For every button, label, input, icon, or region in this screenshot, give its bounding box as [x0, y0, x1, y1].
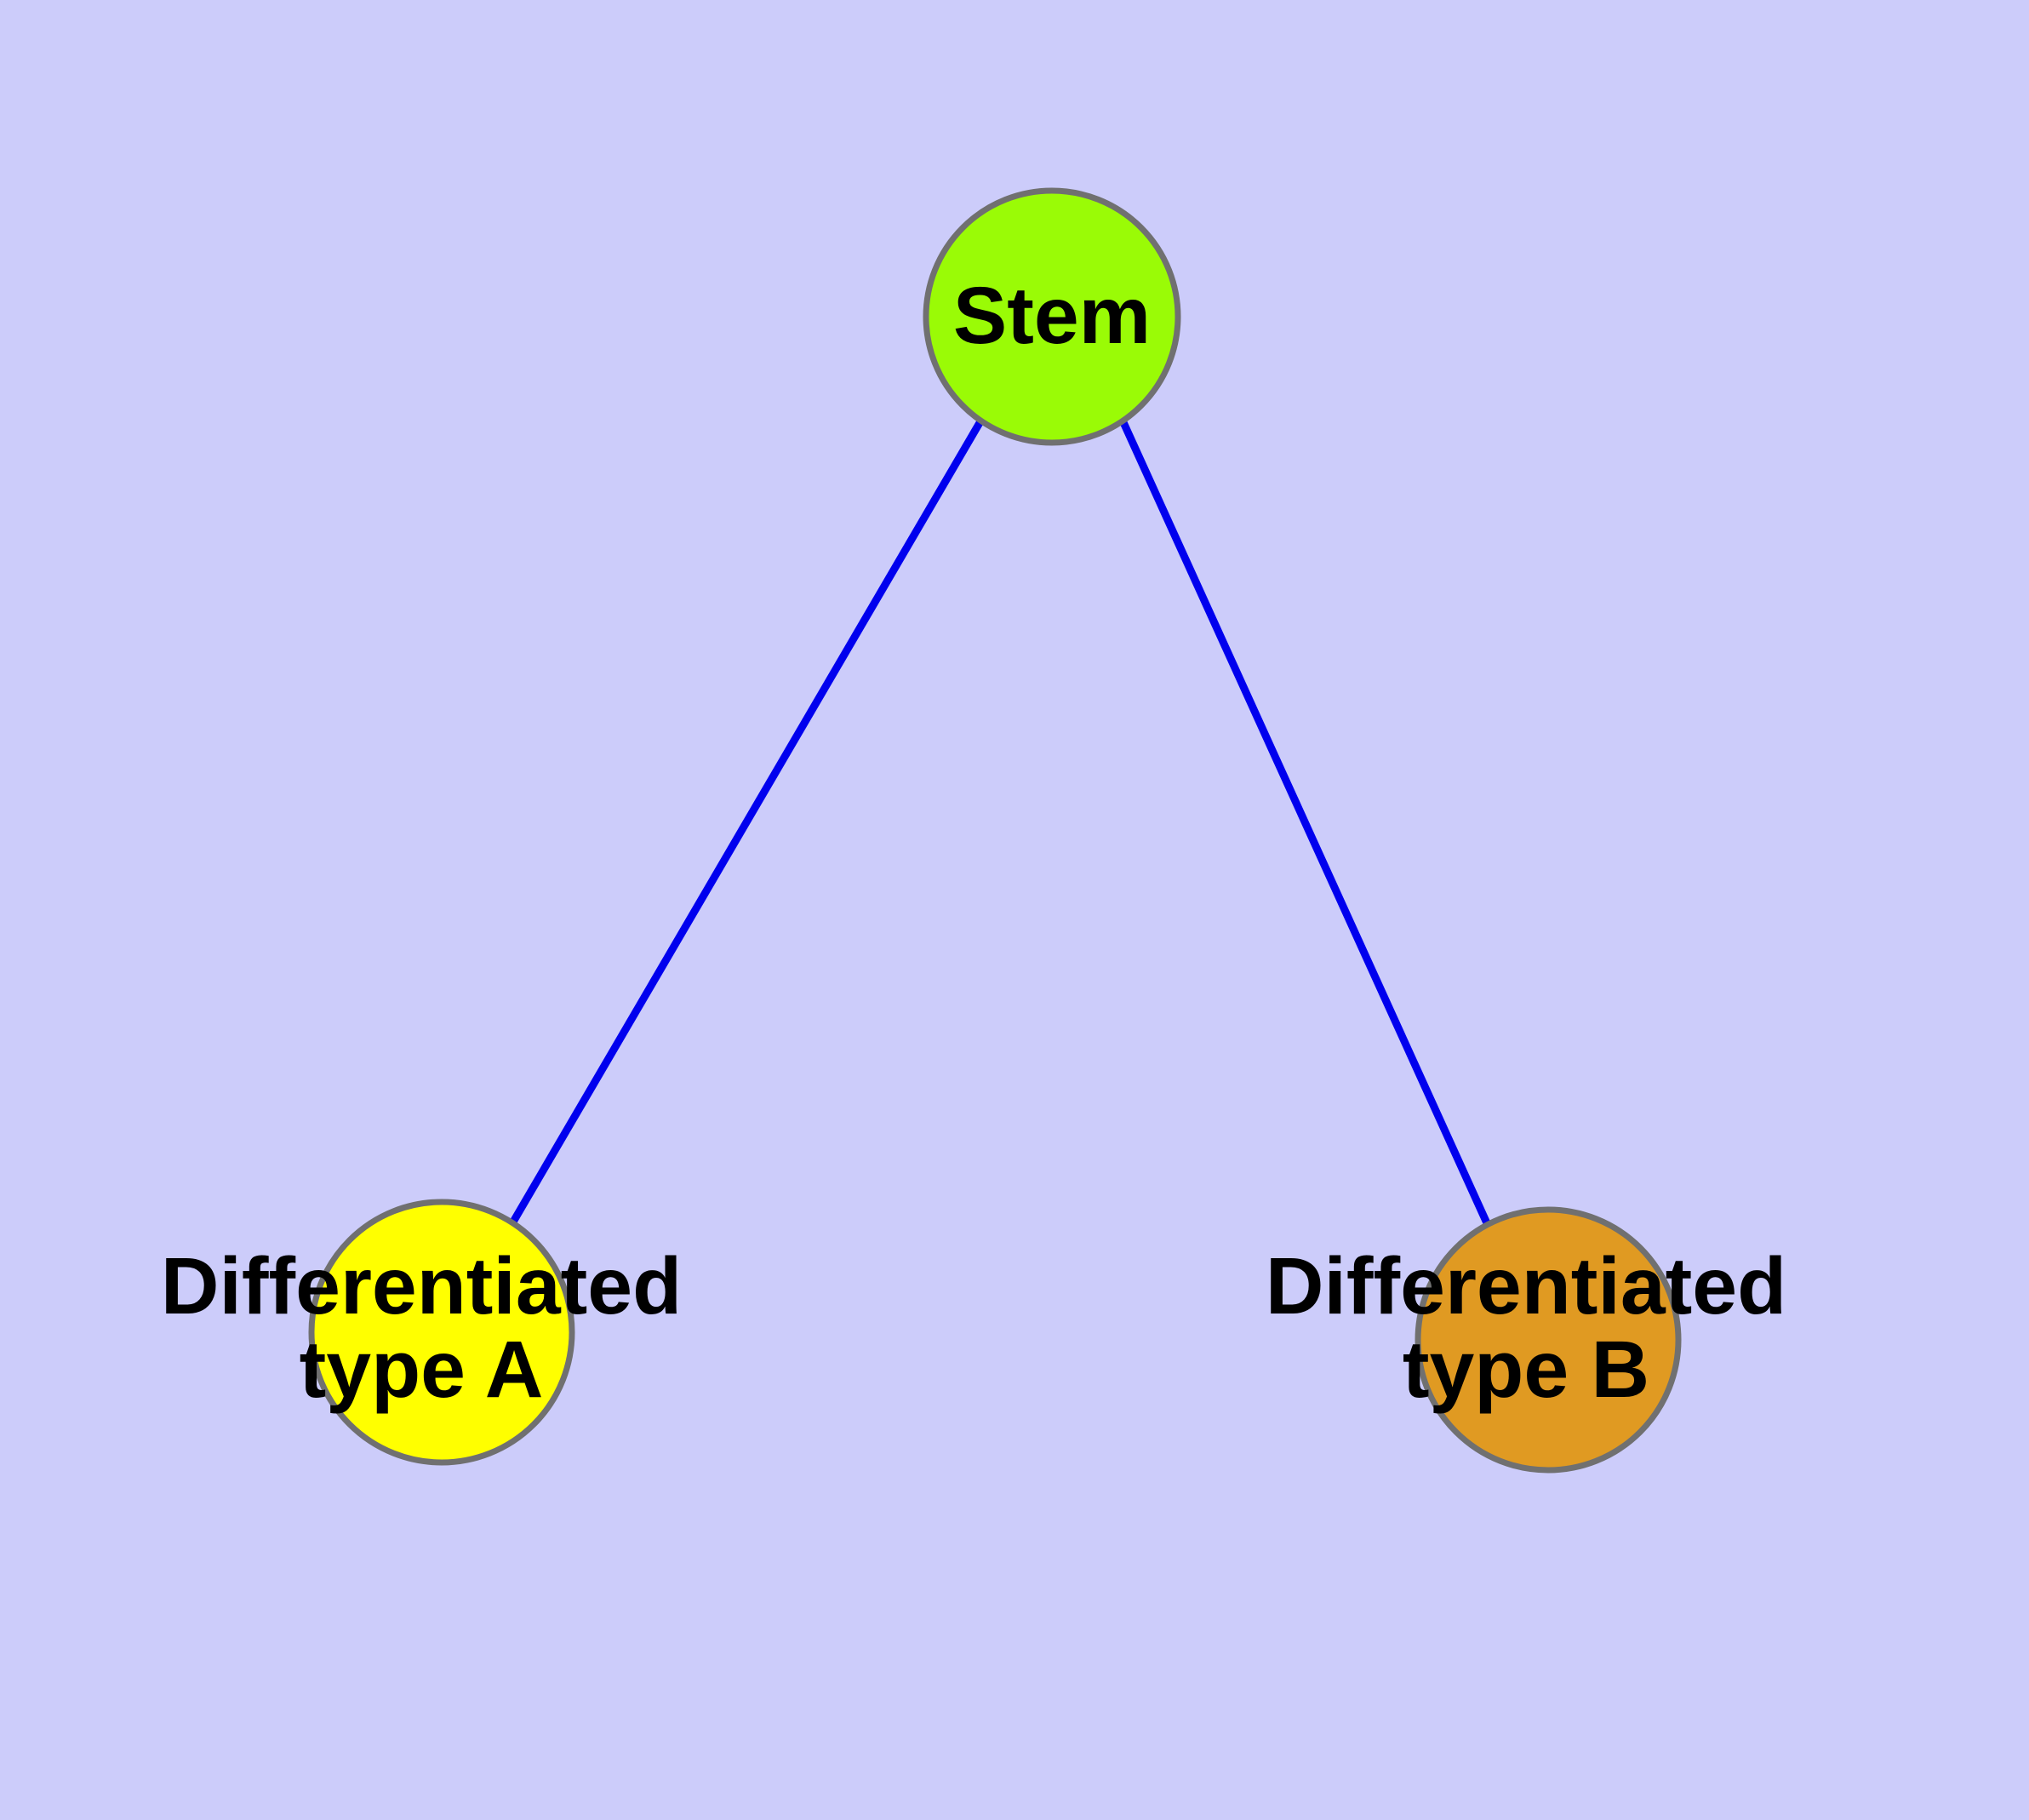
- node-diff-type-b-circle[interactable]: [1415, 1206, 1682, 1474]
- node-diff-type-a-label-line-1: Differentiated: [161, 1241, 682, 1331]
- edge-stem-to-type-b[interactable]: [1118, 419, 1492, 1227]
- node-diff-type-a-label-line-2: type A: [300, 1325, 544, 1415]
- node-diff-type-b-label-line-1: Differentiated: [1266, 1241, 1786, 1331]
- node-diff-type-b-label-line-2: type B: [1403, 1325, 1649, 1415]
- edge-stem-to-type-a[interactable]: [509, 419, 984, 1226]
- node-diff-type-a[interactable]: Differentiated type A: [161, 1199, 682, 1466]
- node-stem-label-line-1: Stem: [953, 271, 1151, 361]
- node-layer: Stem Differentiated type A Differentiate…: [161, 187, 1786, 1474]
- node-stem-circle[interactable]: [923, 187, 1181, 446]
- node-diff-type-b[interactable]: Differentiated type B: [1266, 1206, 1786, 1474]
- node-stem[interactable]: Stem: [923, 187, 1181, 446]
- node-diff-type-a-circle[interactable]: [308, 1199, 575, 1466]
- edge-layer: [509, 419, 1492, 1227]
